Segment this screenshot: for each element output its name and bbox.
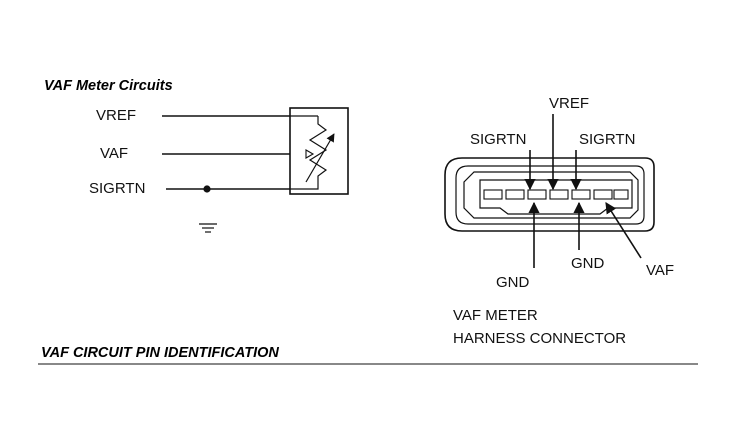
callout-vref: VREF <box>549 95 589 112</box>
harness-connector: VREF SIGRTN SIGRTN GND GND VAF <box>444 95 674 347</box>
callout-gnd-left: GND <box>496 274 530 291</box>
terminal-slot <box>527 189 547 200</box>
callout-gnd-right: GND <box>571 255 605 272</box>
terminal-label-sigrtn: SIGRTN <box>89 180 145 197</box>
schematic-title: VAF Meter Circuits <box>44 78 173 94</box>
callout-sigrtn-left: SIGRTN <box>470 131 526 148</box>
terminal-slot <box>505 189 525 200</box>
variable-resistor-icon <box>305 133 335 183</box>
terminal-label-vref: VREF <box>96 107 136 124</box>
ground-icon <box>199 223 217 233</box>
terminal-slot <box>571 189 591 200</box>
vaf-sensor-box <box>289 107 349 195</box>
terminal-slot <box>549 189 569 200</box>
wiper-arrow-icon <box>305 149 315 159</box>
connector-caption-line2: HARNESS CONNECTOR <box>453 330 626 347</box>
connector-cavity <box>463 171 639 219</box>
terminal-slot <box>593 189 613 200</box>
terminal-slot <box>613 189 629 200</box>
callout-vaf: VAF <box>646 262 674 279</box>
vaf-meter-schematic: VAF Meter Circuits VREF VAF SIGRTN <box>44 78 349 233</box>
connector-outer-shell <box>444 157 655 232</box>
terminal-block <box>479 179 633 215</box>
callout-sigrtn-right: SIGRTN <box>579 131 635 148</box>
terminal-label-vaf: VAF <box>100 145 128 162</box>
connector-inner-rim <box>455 165 645 225</box>
arrow-vaf <box>605 202 642 259</box>
junction-dot <box>203 185 211 193</box>
connector-caption-line1: VAF METER <box>453 307 538 324</box>
terminal-slot <box>483 189 503 200</box>
figure-caption: VAF CIRCUIT PIN IDENTIFICATION <box>41 345 279 361</box>
terminal-slots <box>483 189 629 200</box>
